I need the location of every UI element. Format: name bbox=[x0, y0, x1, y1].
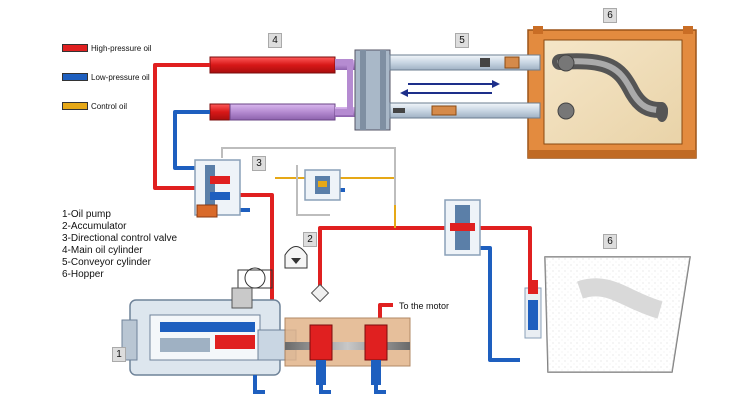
main-oil-cylinder bbox=[209, 56, 355, 121]
high-pressure-swatch bbox=[62, 44, 88, 52]
legend-label: Low-pressure oil bbox=[91, 72, 150, 82]
badge-accumulator: 2 bbox=[303, 232, 317, 247]
drive-shaft bbox=[284, 317, 411, 394]
control-oil-swatch bbox=[62, 102, 88, 110]
component-item: 2-Accumulator bbox=[62, 221, 127, 232]
component-item: 6-Hopper bbox=[62, 269, 104, 280]
high-pressure-lines bbox=[153, 63, 532, 318]
legend-label: High-pressure oil bbox=[91, 43, 152, 53]
grey-lines bbox=[221, 147, 396, 216]
badge-pump: 1 bbox=[112, 347, 126, 362]
badge-hopper-bottom: 6 bbox=[603, 234, 617, 249]
component-item: 4-Main oil cylinder bbox=[62, 245, 143, 256]
hopper-bottom bbox=[524, 256, 691, 373]
directional-control-valve bbox=[194, 159, 481, 256]
component-item: 5-Conveyor cylinder bbox=[62, 257, 151, 268]
legend: High-pressure oil Low-pressure oil Contr… bbox=[62, 42, 151, 129]
conveyor-cylinder bbox=[354, 49, 541, 131]
legend-label: Control oil bbox=[91, 101, 128, 111]
badge-valve: 3 bbox=[252, 156, 266, 171]
legend-item-control: Control oil bbox=[62, 100, 151, 112]
component-item: 1-Oil pump bbox=[62, 209, 111, 220]
legend-item-high-pressure: High-pressure oil bbox=[62, 42, 151, 54]
oil-pump bbox=[121, 267, 297, 394]
accumulator bbox=[284, 246, 330, 303]
badge-main-cylinder: 4 bbox=[268, 33, 282, 48]
component-item: 3-Directional control valve bbox=[62, 233, 178, 244]
hopper-top bbox=[527, 26, 697, 159]
badge-hopper-top: 6 bbox=[603, 8, 617, 23]
motor-label: To the motor bbox=[399, 301, 450, 311]
legend-item-low-pressure: Low-pressure oil bbox=[62, 71, 151, 83]
component-list: 1-Oil pump 2-Accumulator 3-Directional c… bbox=[62, 209, 177, 281]
badge-conveyor-cylinder: 5 bbox=[455, 33, 469, 48]
low-pressure-swatch bbox=[62, 73, 88, 81]
